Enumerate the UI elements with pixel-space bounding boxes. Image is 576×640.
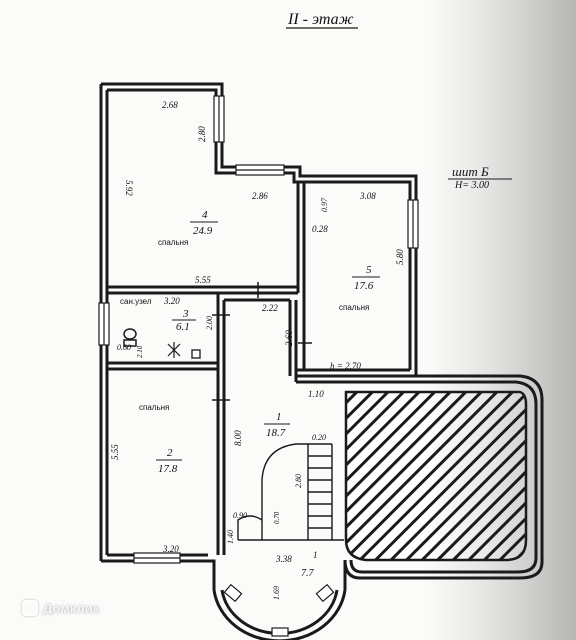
room-3-name: сан.узел bbox=[120, 297, 152, 306]
dim-1-10: 1.10 bbox=[308, 389, 324, 399]
dim-3-38: 3.38 bbox=[275, 554, 292, 564]
windows bbox=[98, 95, 419, 637]
header-note-2: Н= 3.00 bbox=[454, 180, 489, 191]
room-2-area: 17.8 bbox=[158, 463, 178, 475]
room-5-number: 5 bbox=[366, 264, 372, 276]
dim-3-08: 3.08 bbox=[359, 191, 376, 201]
door-marks bbox=[212, 282, 312, 401]
dim-2-60: 2.60 bbox=[284, 330, 294, 346]
room-4-name: спальня bbox=[158, 238, 188, 247]
dim-2-80: 2.80 bbox=[197, 126, 207, 142]
dim-2-00: 2.00 bbox=[205, 316, 214, 330]
terrace bbox=[296, 374, 544, 580]
toilet-icon bbox=[123, 328, 137, 347]
dim-2-68: 2.68 bbox=[162, 100, 178, 110]
floor-title: II - этаж bbox=[287, 11, 354, 28]
dim-0-28: 0.28 bbox=[312, 224, 328, 234]
dim-2-86: 2.86 bbox=[252, 191, 268, 201]
room-4-number: 4 bbox=[202, 209, 208, 221]
sink-icon bbox=[191, 349, 201, 359]
dim-3-20-top: 3.20 bbox=[163, 296, 180, 306]
dim-2-22: 2.22 bbox=[262, 303, 278, 313]
room-1b-area: 7.7 bbox=[301, 568, 315, 579]
room-5-name: спальня bbox=[339, 303, 369, 312]
dim-0-20: 0.20 bbox=[312, 433, 326, 442]
dim-5-55-left: 5.55 bbox=[110, 444, 120, 460]
dim-2-80-stair: 2.80 bbox=[294, 474, 303, 488]
domclick-logo-icon bbox=[22, 600, 38, 616]
room-3-number: 3 bbox=[182, 308, 189, 320]
dim-0-70: 0.70 bbox=[273, 511, 281, 524]
room-1b-number: 1 bbox=[313, 550, 318, 560]
dim-5-55-top: 5.55 bbox=[195, 275, 211, 285]
room-5-area: 17.6 bbox=[354, 280, 374, 292]
shower-icon bbox=[167, 342, 181, 358]
dim-0-90: 0.90 bbox=[233, 511, 247, 520]
dim-1-69: 1.69 bbox=[272, 586, 281, 600]
dimension-labels: 2.68 2.80 5.92 2.86 5.55 3.08 0.97 0.28 … bbox=[110, 100, 405, 600]
room-1-area: 18.7 bbox=[266, 427, 286, 439]
dim-0-60: 0.60 bbox=[117, 343, 131, 352]
room-2-name: спальня bbox=[139, 403, 169, 412]
room-4-area: 24.9 bbox=[193, 225, 213, 237]
room-3-area: 6.1 bbox=[176, 321, 190, 333]
terrace-hatch bbox=[344, 390, 528, 562]
dim-5-80: 5.80 bbox=[395, 249, 405, 265]
dim-2-10: 2.10 bbox=[136, 345, 144, 358]
dim-0-97: 0.97 bbox=[320, 197, 329, 212]
header-note-1: шит Б bbox=[452, 164, 489, 179]
staircase bbox=[237, 443, 344, 541]
interior-walls bbox=[107, 182, 410, 555]
dim-h-2-70: h = 2.70 bbox=[330, 361, 361, 371]
dim-1-40: 1.40 bbox=[226, 530, 235, 544]
dim-8-00: 8.00 bbox=[233, 430, 243, 446]
watermark-text: Домклик bbox=[43, 600, 100, 616]
watermark: Домклик bbox=[22, 600, 99, 616]
dim-3-20-bottom: 3.20 bbox=[162, 544, 179, 554]
room-1-number: 1 bbox=[276, 411, 282, 423]
room-2-number: 2 bbox=[167, 447, 173, 459]
dim-5-92: 5.92 bbox=[124, 180, 134, 196]
